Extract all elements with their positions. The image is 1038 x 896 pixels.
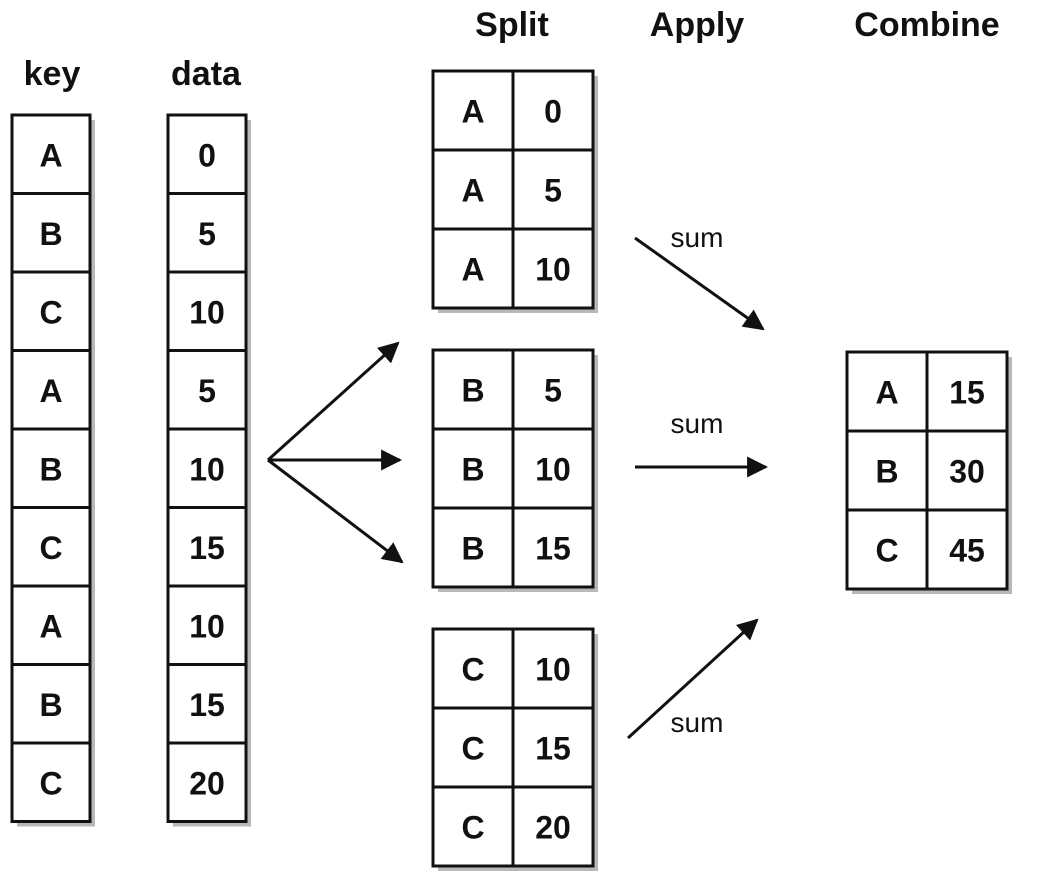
key-column-table: A B C A B C A B C bbox=[10, 113, 95, 827]
data-cell: 10 bbox=[189, 451, 225, 487]
header-combine: Combine bbox=[854, 6, 999, 44]
key-cell: C bbox=[39, 294, 62, 330]
apply-op-label-a: sum bbox=[671, 222, 724, 253]
apply-arrow-group-c bbox=[626, 618, 759, 740]
key-cell: B bbox=[39, 451, 62, 487]
combined-key-cell: B bbox=[875, 454, 898, 490]
combined-result-table: A 15B 30C 45 bbox=[845, 350, 1012, 594]
combined-value-cell: 15 bbox=[949, 375, 985, 411]
split-value-cell: 10 bbox=[535, 652, 571, 688]
header-apply: Apply bbox=[650, 6, 745, 44]
header-split: Split bbox=[475, 6, 549, 44]
data-column-table: 0 5 10 5 10 15 10 15 20 bbox=[166, 113, 251, 827]
split-key-cell: B bbox=[461, 531, 484, 567]
key-cell: B bbox=[39, 687, 62, 723]
key-cell: B bbox=[39, 216, 62, 252]
data-cell: 10 bbox=[189, 294, 225, 330]
combined-value-cell: 30 bbox=[949, 454, 985, 490]
split-value-cell: 10 bbox=[535, 452, 571, 488]
key-cell: A bbox=[39, 373, 62, 409]
split-value-cell: 10 bbox=[535, 252, 571, 288]
split-key-cell: A bbox=[461, 94, 484, 130]
split-key-cell: A bbox=[461, 252, 484, 288]
data-cell: 0 bbox=[198, 137, 216, 173]
key-cell: C bbox=[39, 765, 62, 801]
key-table-border bbox=[10, 113, 92, 823]
split-arrows bbox=[266, 341, 404, 564]
data-cell: 15 bbox=[189, 530, 225, 566]
split-arrow-to-group-a bbox=[266, 341, 400, 462]
split-key-cell: C bbox=[461, 731, 484, 767]
data-cell: 15 bbox=[189, 687, 225, 723]
key-cell: C bbox=[39, 530, 62, 566]
split-value-cell: 20 bbox=[535, 810, 571, 846]
split-value-cell: 5 bbox=[544, 173, 562, 209]
data-cell: 5 bbox=[198, 216, 216, 252]
apply-op-label-b: sum bbox=[671, 408, 724, 439]
data-cell: 20 bbox=[189, 765, 225, 801]
apply-arrow-group-a bbox=[634, 236, 765, 331]
split-key-cell: C bbox=[461, 810, 484, 846]
header-data: data bbox=[171, 55, 242, 93]
key-cell: A bbox=[39, 137, 62, 173]
data-cell: 5 bbox=[198, 373, 216, 409]
split-key-cell: A bbox=[461, 173, 484, 209]
apply-arrows bbox=[626, 236, 769, 740]
data-table-border bbox=[166, 113, 248, 823]
split-value-cell: 5 bbox=[544, 373, 562, 409]
key-cell: A bbox=[39, 608, 62, 644]
combined-key-cell: A bbox=[875, 375, 898, 411]
split-value-cell: 15 bbox=[535, 731, 571, 767]
combined-value-cell: 45 bbox=[949, 533, 985, 569]
apply-op-label-c: sum bbox=[671, 707, 724, 738]
split-arrow-to-group-c bbox=[267, 458, 404, 564]
split-key-cell: C bbox=[461, 652, 484, 688]
data-cell: 10 bbox=[189, 608, 225, 644]
split-value-cell: 15 bbox=[535, 531, 571, 567]
split-value-cell: 0 bbox=[544, 94, 562, 130]
split-key-cell: B bbox=[461, 373, 484, 409]
combined-key-cell: C bbox=[875, 533, 898, 569]
header-key: key bbox=[24, 55, 81, 93]
split-key-cell: B bbox=[461, 452, 484, 488]
